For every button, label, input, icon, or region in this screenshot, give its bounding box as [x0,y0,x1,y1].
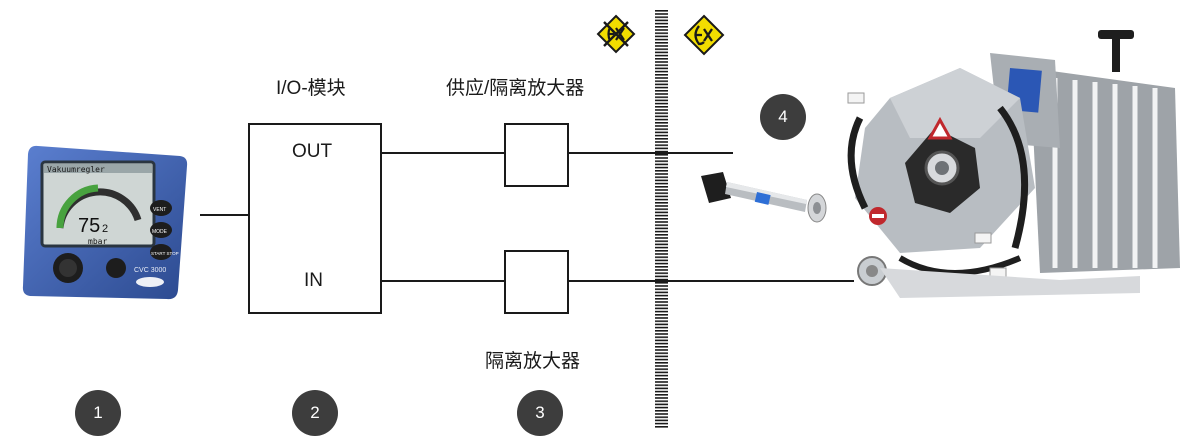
supply-isolator-box [504,123,569,187]
start-stop-button-label: START STOP [151,251,179,256]
controller-screen-title: Vakuumregler [47,165,105,174]
io-module-box [248,123,382,314]
io-module-out-label: OUT [292,141,333,162]
controller-model: CVC 3000 [134,267,166,274]
badge-4: 4 [760,94,806,140]
ex-zone-icon [683,14,725,56]
io-module-label: I/O-模块 [276,78,346,99]
badge-3: 3 [517,390,563,436]
pressure-sensor [701,172,827,223]
controller-to-module-line [200,214,249,216]
supply-isolator-label: 供应/隔离放大器 [446,78,585,99]
out-signal-line-right [569,152,733,154]
diaphragm-pump [847,30,1180,298]
isolator-label: 隔离放大器 [485,351,581,372]
isolator-box [504,250,569,314]
in-signal-line-right [569,280,854,282]
controller-unit: mbar [88,237,107,246]
vent-button-label: VENT [153,207,166,213]
hazard-zone-boundary [655,10,668,428]
controller-reading: 75 [78,215,100,237]
io-module-in-label: IN [304,270,323,291]
in-signal-line-left [382,280,505,282]
controller-reading-decimal: 2 [102,223,108,235]
badge-1: 1 [75,390,121,436]
vacuum-controller-device: Vakuumregler 75 2 mbar VENT MODE START S… [22,145,188,300]
mode-button-label: MODE [152,229,168,235]
badge-2: 2 [292,390,338,436]
non-ex-zone-icon [596,14,636,54]
out-signal-line-left [382,152,505,154]
